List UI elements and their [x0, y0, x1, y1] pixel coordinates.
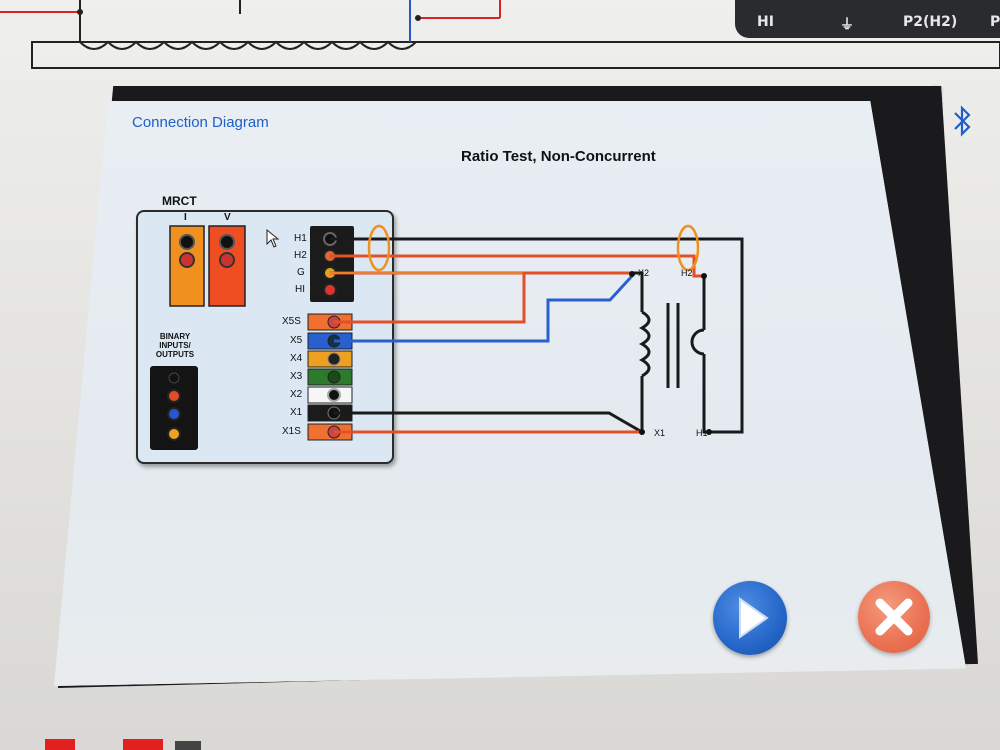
terminal-hi-label-screen: HI — [295, 284, 305, 295]
binary-label-line2: INPUTS/ — [159, 341, 191, 350]
terminal-p-label: P — [990, 14, 1000, 30]
transformer-h2-label: H2 — [681, 268, 693, 278]
bluetooth-icon — [954, 105, 971, 137]
terminal-x1s-label: X1S — [282, 426, 301, 437]
transformer-x1-label: X1 — [654, 428, 666, 438]
terminal-strip: HI ⏚ P2(H2) P — [735, 0, 1000, 38]
binary-label-line3: OUTPUTS — [155, 350, 195, 359]
close-icon — [875, 598, 913, 636]
terminal-x1-label: X1 — [290, 407, 303, 418]
brand-logo-partial — [45, 739, 201, 750]
play-arrow-icon — [739, 597, 769, 639]
terminal-h2-label: H2 — [294, 250, 307, 261]
primary-terminal-block — [310, 226, 354, 302]
terminal-x3-label: X3 — [290, 371, 303, 382]
diagram-title: Ratio Test, Non-Concurrent — [461, 148, 656, 165]
terminal-x4-label: X4 — [290, 353, 303, 364]
terminal-ground-label: ⏚ — [840, 17, 854, 33]
clamp-left — [367, 224, 391, 272]
terminal-h1-label: H1 — [294, 233, 307, 244]
next-button[interactable] — [713, 581, 787, 655]
touch-screen: Connection Diagram Ratio Test, Non-Concu… — [54, 100, 966, 686]
terminal-hi-label: HI — [757, 14, 774, 30]
transformer-h1-label: H1 — [696, 428, 708, 438]
terminal-x2-label: X2 — [290, 389, 303, 400]
clamp-right — [676, 224, 700, 272]
terminal-x5s-label: X5S — [282, 316, 301, 327]
mrct-label: MRCT — [162, 194, 197, 208]
screen-title: Connection Diagram — [132, 114, 269, 131]
current-label: I — [184, 212, 187, 223]
terminal-g-label: G — [297, 267, 305, 278]
terminal-p2-label: P2(H2) — [903, 14, 958, 30]
transformer-x2-label: X2 — [638, 268, 650, 278]
binary-label-line1: BINARY — [159, 332, 191, 341]
panel-schematic — [0, 0, 1000, 69]
binary-io-label: BINARY INPUTS/ OUTPUTS — [150, 332, 200, 359]
voltage-label: V — [224, 212, 231, 223]
connection-diagram — [150, 224, 744, 450]
terminal-x5-label: X5 — [290, 335, 303, 346]
mouse-cursor-icon — [266, 228, 280, 248]
cancel-button[interactable] — [858, 581, 930, 653]
